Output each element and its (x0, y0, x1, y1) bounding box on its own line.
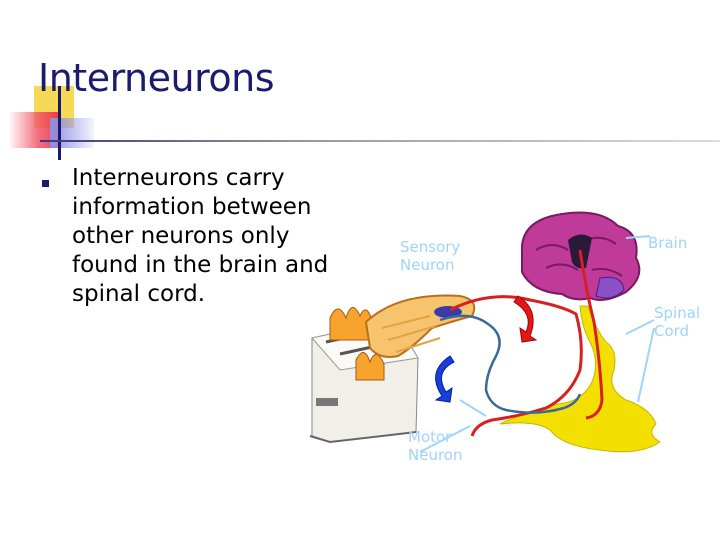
bullet-marker (42, 180, 49, 187)
motor-label-line1: Motor (408, 428, 452, 446)
decor-red-square (8, 112, 58, 148)
sensory-neuron-path (449, 295, 583, 437)
sensory-label-line2: Neuron (400, 256, 454, 274)
reflex-arc-diagram: Sensory Neuron Brain Spinal Cord Motor N… (309, 211, 700, 464)
decor-vertical-line (58, 86, 61, 160)
red-curved-arrow (513, 295, 538, 343)
motor-label-line2: Neuron (408, 446, 462, 464)
decor-blue-square (50, 118, 94, 148)
flames (329, 307, 385, 381)
leader-lines (419, 235, 655, 453)
blue-curved-arrow (434, 355, 455, 403)
spinal-label-line2: Cord (654, 322, 689, 340)
motor-neuron-path (439, 314, 582, 414)
brain-label: Brain (648, 234, 687, 252)
sensory-label-line1: Sensory (400, 238, 460, 256)
title-underline (40, 140, 720, 142)
bullet-text: Interneurons carry information between o… (72, 165, 329, 307)
spinal-cord (499, 305, 661, 453)
spinal-label-line1: Spinal (654, 304, 700, 322)
spinal-tract-path (578, 249, 604, 420)
slide-title: Interneurons (38, 56, 275, 100)
